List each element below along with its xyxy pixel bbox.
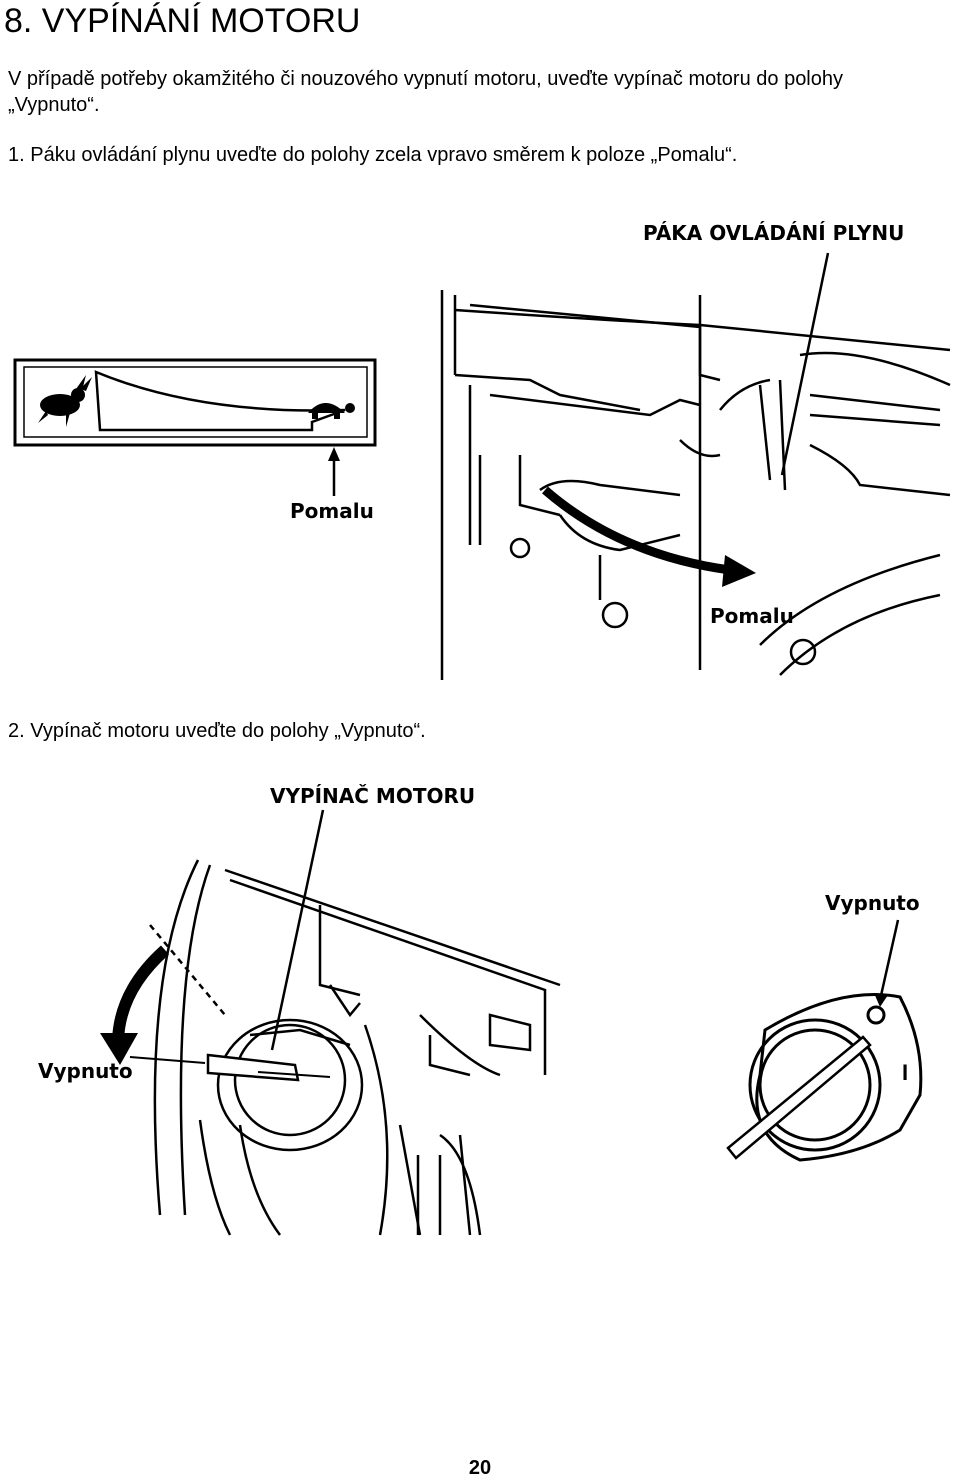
engine-switch-figure: VYPÍNAČ MOTORU Vypnuto Vypnuto [38,784,923,1236]
intro-line-1: V případě potřeby okamžitého či nouzovéh… [8,68,843,90]
engine-switch-label: VYPÍNAČ MOTORU [270,784,475,808]
engine-switch-closeup [748,992,923,1162]
slow-label-right: Pomalu [710,604,794,628]
switch-key-blade [726,1035,872,1160]
off-direction-arrow [112,945,170,1041]
intro-paragraph: V případě potřeby okamžitého či nouzovéh… [8,66,948,118]
slow-label-left: Pomalu [290,499,374,523]
speed-indicator-plate [13,358,377,447]
step-1-text: 1. Páku ovládání plynu uveďte do polohy … [8,144,738,166]
off-label-left: Vypnuto [38,1059,133,1083]
intro-line-2: „Vypnuto“. [8,94,100,116]
page-number: 20 [468,1457,492,1479]
engine-switch-drawing [153,859,561,1236]
turtle-icon [308,403,355,419]
engine-drawing [440,290,951,680]
rabbit-icon [38,375,92,427]
throttle-lever-figure: PÁKA OVLÁDÁNÍ PLYNU Pomalu [13,221,951,680]
section-title: 8. VYPÍNÁNÍ MOTORU [4,2,361,40]
on-position-mark: I [902,1060,908,1085]
throttle-direction-arrow [542,486,731,575]
off-label-right: Vypnuto [825,891,920,915]
step-2-text: 2. Vypínač motoru uveďte do polohy „Vypn… [8,720,426,742]
lever-pointer-line [780,252,830,476]
throttle-lever-label: PÁKA OVLÁDÁNÍ PLYNU [643,221,904,245]
